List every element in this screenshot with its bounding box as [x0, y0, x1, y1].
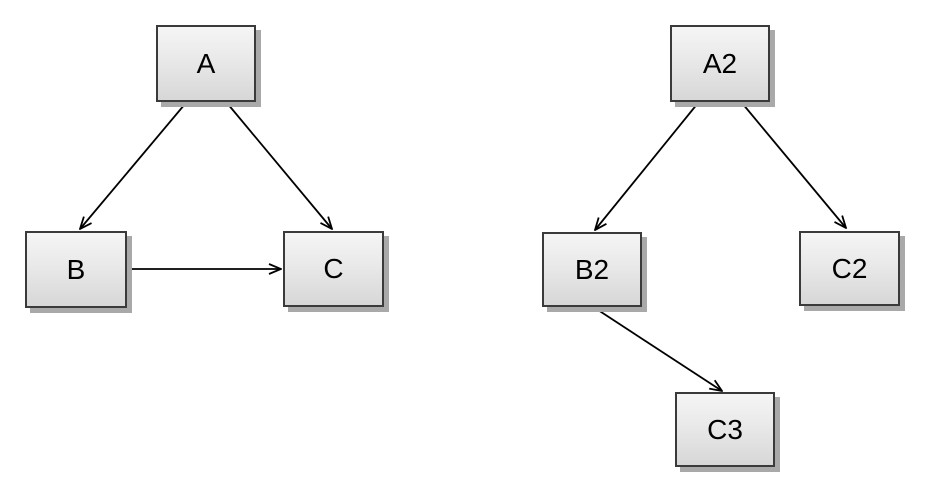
node-a2[interactable]: A2 — [670, 25, 770, 102]
node-c-label: C — [323, 253, 344, 284]
node-c3[interactable]: C3 — [675, 392, 775, 467]
edge-B2-to-C3 — [594, 307, 722, 391]
edge-A2-to-B2 — [595, 102, 699, 230]
node-a-label: A — [196, 47, 216, 79]
node-c3-label: C3 — [707, 413, 743, 445]
node-b[interactable]: B — [25, 231, 127, 308]
node-c2[interactable]: C2 — [799, 231, 900, 306]
node-c2-label: C2 — [831, 252, 868, 284]
node-b2[interactable]: B2 — [542, 232, 642, 307]
edge-A-to-B — [80, 103, 186, 229]
edge-A2-to-C2 — [741, 102, 846, 228]
node-b2-label: B2 — [574, 253, 610, 285]
node-a2-label: A2 — [702, 47, 738, 79]
edge-A-to-C — [226, 102, 332, 229]
node-b-label: B — [66, 253, 86, 285]
node-c[interactable]: C — [283, 231, 384, 307]
node-a[interactable]: A — [156, 25, 256, 102]
